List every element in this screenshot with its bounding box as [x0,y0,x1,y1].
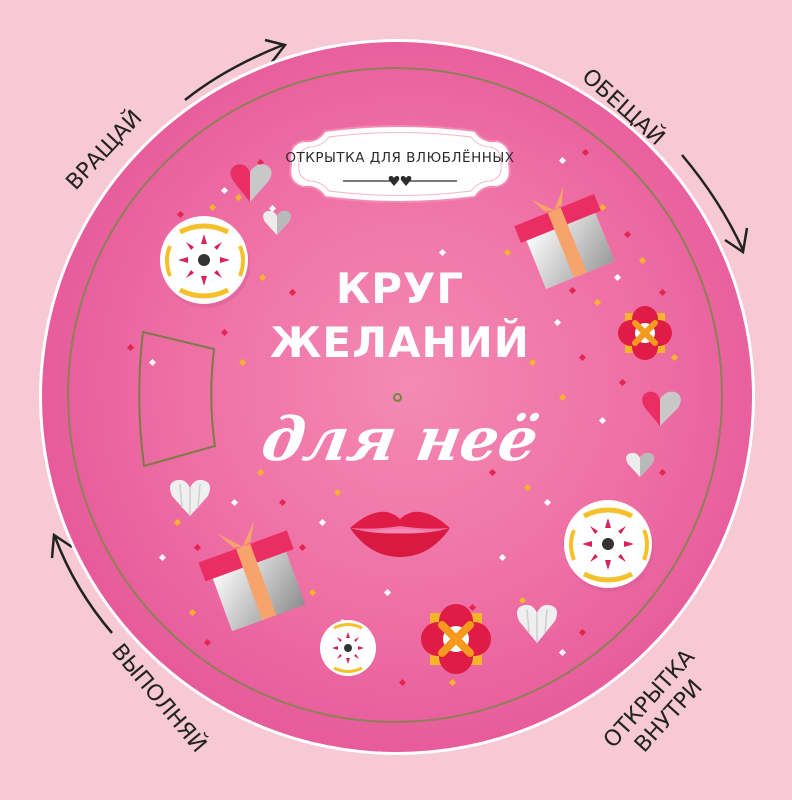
gift-box-icon [514,187,615,289]
ornate-frame-icon [289,125,511,203]
paper-heart-icon [517,604,557,643]
heart-icon [263,210,291,235]
red-flower-icon [618,306,672,360]
card-label-plate: ОТКРЫТКА ДЛЯ ВЛЮБЛЁННЫХ [285,125,515,203]
center-pivot-icon [393,393,402,402]
flower-rosette-icon [160,216,250,308]
flower-rosette-icon [564,500,654,592]
flower-rosette-icon [320,620,376,676]
paper-heart-icon [170,479,210,516]
wish-window [138,330,217,468]
main-title: КРУГ ЖЕЛАНИЙ [250,262,550,370]
heart-icon [626,452,654,477]
card-label-text: ОТКРЫТКА ДЛЯ ВЛЮБЛЁННЫХ [285,150,515,166]
subtitle: для неё [256,405,544,475]
heart-icon [642,391,681,426]
gift-box-icon [198,521,306,632]
inner-ring [67,67,723,723]
lips-icon [350,511,450,557]
title-line1: КРУГ [335,264,465,313]
red-flower-icon [421,604,491,674]
double-heart-icon [388,176,412,186]
heart-icon [230,164,272,202]
title-line2: ЖЕЛАНИЙ [270,318,530,367]
